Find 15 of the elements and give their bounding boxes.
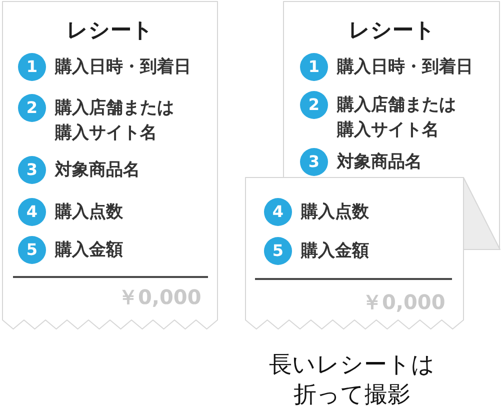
receipt-paper bbox=[2, 1, 219, 332]
item-label: 購入店舗または購入サイト名 bbox=[337, 94, 457, 142]
receipt-heading: レシート bbox=[66, 17, 154, 43]
receipt-heading: レシート bbox=[348, 17, 436, 43]
item-label: 購入日時・到着日 bbox=[337, 56, 473, 78]
caption-text: 長いレシートは折って撮影 bbox=[268, 351, 436, 410]
item-label: 購入店舗または購入サイト名 bbox=[55, 96, 175, 144]
receipt-paper bbox=[245, 177, 465, 332]
item-label: 購入点数 bbox=[301, 200, 369, 224]
item-label: 購入金額 bbox=[301, 240, 369, 262]
item-label: 購入日時・到着日 bbox=[55, 56, 191, 78]
item-label: 対象商品名 bbox=[337, 150, 422, 174]
item-label: 対象商品名 bbox=[55, 158, 140, 182]
item-label: 購入金額 bbox=[55, 238, 123, 262]
item-label: 購入点数 bbox=[55, 200, 123, 224]
